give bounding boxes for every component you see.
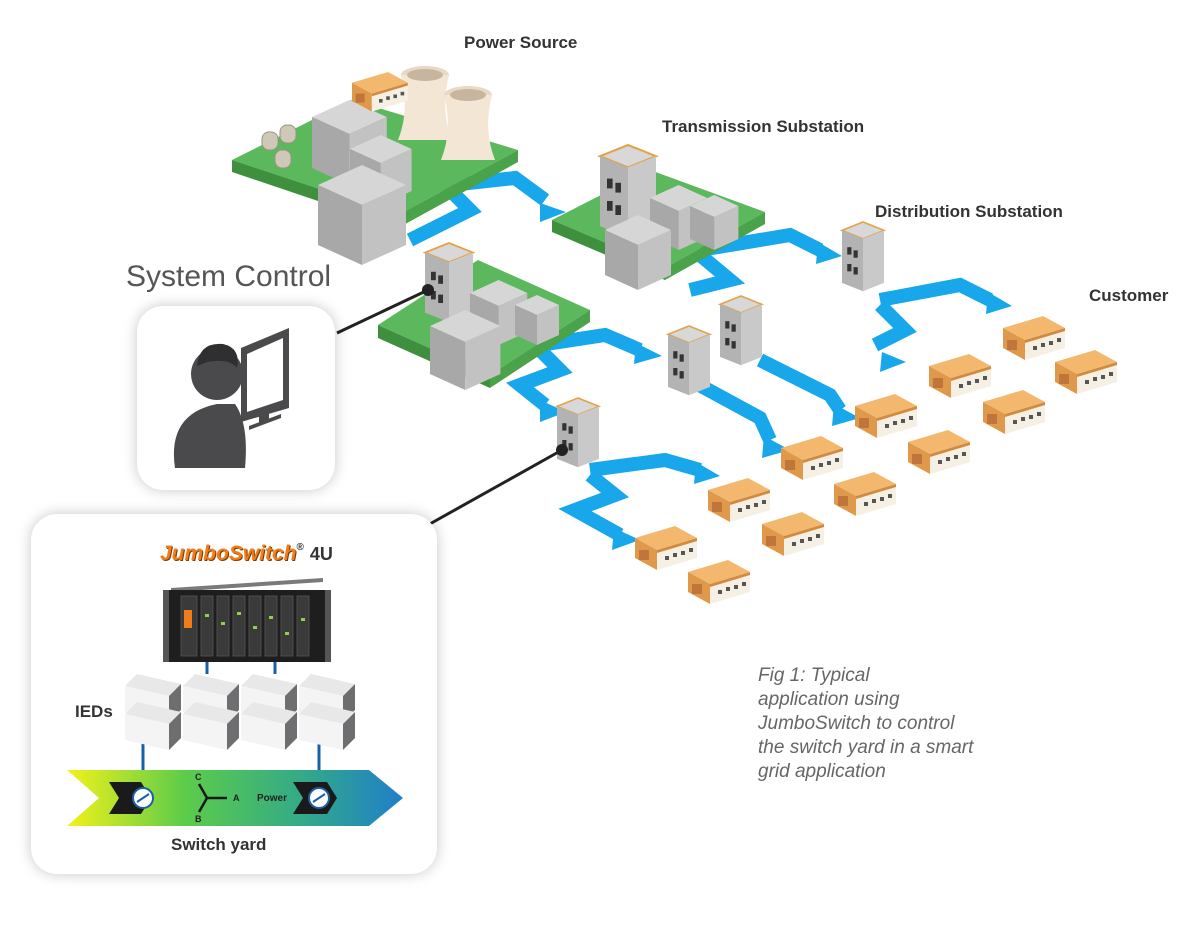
transmission-substation <box>552 143 765 290</box>
caption-line: the switch yard in a smart <box>758 737 974 758</box>
phase-symbol <box>197 783 227 813</box>
figure-caption: Fig 1: Typical application using JumboSw… <box>758 664 1018 784</box>
system-control-card <box>137 306 335 490</box>
ieds-label: IEDs <box>75 702 113 721</box>
connector-dot-tower <box>556 444 568 456</box>
phase-a-label: A <box>233 793 240 803</box>
jumboswitch-brand: JumboSwitch® 4U <box>160 542 333 566</box>
phase-b-label: B <box>195 814 202 824</box>
power-label: Power <box>257 793 287 804</box>
control-connectors <box>336 288 563 527</box>
caption-line: Fig 1: Typical <box>758 665 870 686</box>
jumboswitch-chassis <box>163 578 331 662</box>
jumboswitch-logo-text: JumboSwitch <box>160 542 297 565</box>
label-distribution-substation: Distribution Substation <box>875 202 1063 221</box>
label-transmission-substation: Transmission Substation <box>662 117 865 136</box>
caption-line: grid application <box>758 761 886 782</box>
system-control-title: System Control <box>126 260 332 293</box>
label-customer: Customer <box>1089 286 1169 305</box>
label-power-source: Power Source <box>464 33 578 52</box>
registered-mark: ® <box>296 542 304 553</box>
middle-substation <box>378 242 590 390</box>
connector-dot-substation <box>422 284 434 296</box>
caption-line: application using <box>758 689 900 710</box>
jumboswitch-size: 4U <box>309 544 333 564</box>
power-source-plant <box>232 66 518 265</box>
flow-arrowheads <box>540 203 1012 550</box>
caption-line: JumboSwitch to control <box>758 713 955 734</box>
switch-yard-label: Switch yard <box>171 835 266 854</box>
phase-c-label: C <box>195 772 202 782</box>
ied-group <box>125 674 355 750</box>
switch-yard-diagram: IEDs C A B Power Switch yard <box>67 578 403 854</box>
operator-at-monitor-icon <box>173 328 289 468</box>
distribution-substation <box>841 221 885 293</box>
